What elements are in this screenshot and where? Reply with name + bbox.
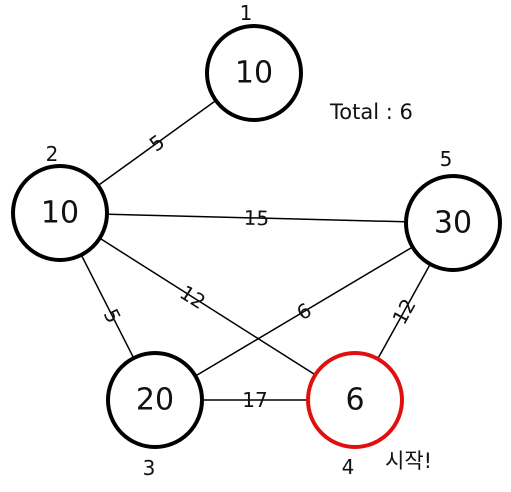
edge-weight-label: 12	[176, 280, 210, 314]
node-id-label: 1	[240, 1, 253, 25]
edge-weight-label: 15	[243, 206, 269, 231]
start-label: 시작!	[385, 449, 432, 473]
node-value: 6	[345, 383, 364, 418]
edge-2-5	[59, 212, 454, 224]
node-circle	[404, 174, 502, 272]
edge-weight-label: 5	[145, 130, 169, 157]
node-circle	[106, 351, 204, 449]
node-id-label: 5	[440, 147, 453, 171]
node-3: 20 3	[106, 351, 204, 480]
node-id-label: 3	[143, 456, 156, 480]
edge-weight-label: 12	[387, 295, 420, 329]
node-circle	[205, 24, 303, 122]
node-2: 10 2	[11, 142, 109, 262]
node-4: 64	[306, 351, 404, 479]
start-node-circle	[306, 351, 404, 449]
edge-3-5	[154, 222, 454, 401]
node-circle	[11, 164, 109, 262]
edge-weight-label: 5	[99, 305, 126, 327]
node-5: 30 5	[404, 147, 502, 272]
total-label: Total : 6	[329, 100, 413, 124]
node-value: 10	[41, 196, 79, 231]
node-value: 30	[434, 206, 472, 241]
node-value: 10	[235, 56, 273, 91]
edge-2-4	[59, 212, 356, 401]
edge-weight-label: 6	[292, 298, 315, 325]
node-value: 20	[136, 383, 174, 418]
edge-weight-label: 17	[242, 388, 267, 412]
node-id-label: 4	[342, 455, 355, 479]
node-1: 10 1	[205, 1, 303, 122]
node-id-label: 2	[46, 142, 59, 166]
